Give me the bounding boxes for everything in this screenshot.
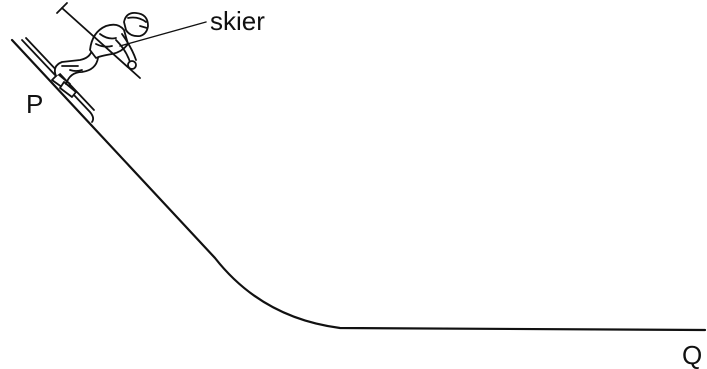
slope-curve [10, 38, 707, 332]
skier-leader-line [119, 21, 207, 47]
skier-icon [21, 2, 149, 123]
skier-label: skier [210, 6, 265, 36]
point-p-label: P [26, 89, 43, 119]
point-q-label: Q [682, 340, 702, 369]
